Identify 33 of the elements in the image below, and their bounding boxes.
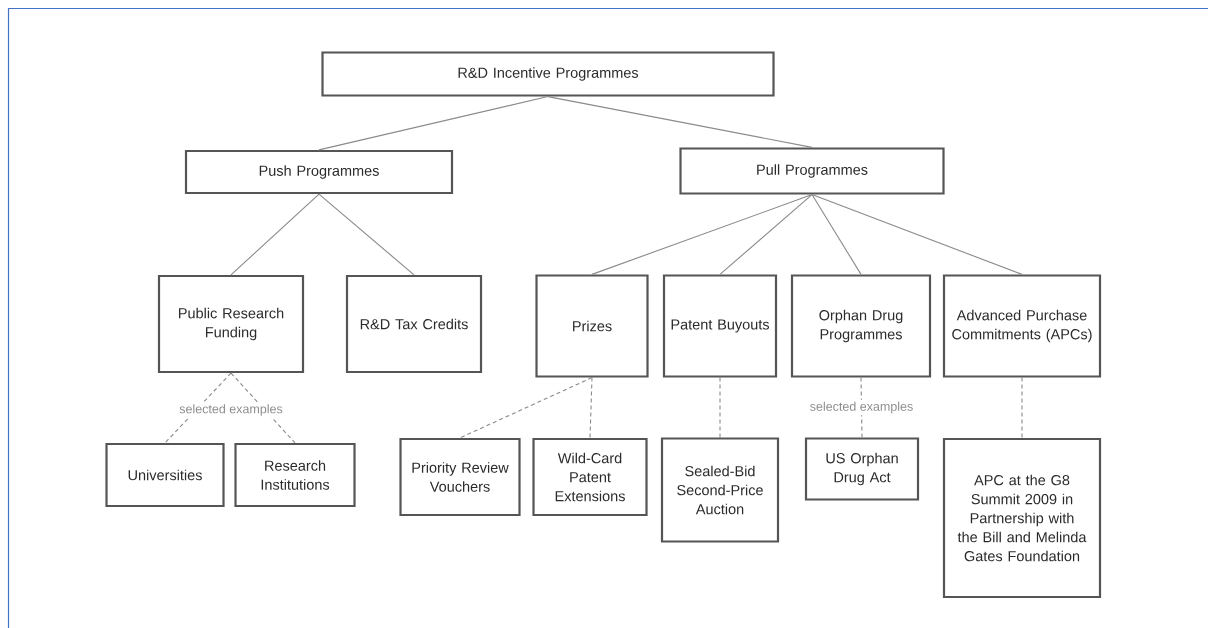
connector [589,377,593,439]
box: Push Programmes [184,149,454,195]
connector [1021,377,1023,439]
connector [164,372,232,444]
annotation: selected examples [177,402,285,418]
box: Priority Review Vouchers [399,437,521,517]
connector [591,194,813,275]
box: R&D Tax Credits [345,274,483,374]
connector [459,377,593,439]
connector [318,193,415,276]
edge-label: selected examples [807,399,916,416]
box: APC at the G8 Summit 2009 in Partnership with the Bill and Melinda Gates Foundation [942,437,1102,599]
connector [230,372,296,444]
box: US Orphan Drug Act [804,437,920,501]
box: Advanced Purchase Commitments (APCs) [942,274,1102,378]
box: Prizes [535,274,649,378]
connector [318,96,549,151]
box: Orphan Drug Programmes [790,274,932,378]
box: Wild-Card Patent Extensions [532,437,648,517]
box: Research Institutions [234,442,356,508]
connector [719,194,813,275]
box: R&D Incentive Programmes [321,51,775,97]
connector [811,194,862,275]
box: Patent Buyouts [662,274,778,378]
connector [811,194,1023,275]
connector [719,377,721,438]
box: Pull Programmes [679,147,945,195]
connector [547,96,813,148]
box: Universities [105,442,225,508]
connector [860,377,863,438]
box: Public Research Funding [157,274,305,374]
connector [230,193,320,276]
box: Sealed-Bid Second-Price Auction [660,437,780,543]
